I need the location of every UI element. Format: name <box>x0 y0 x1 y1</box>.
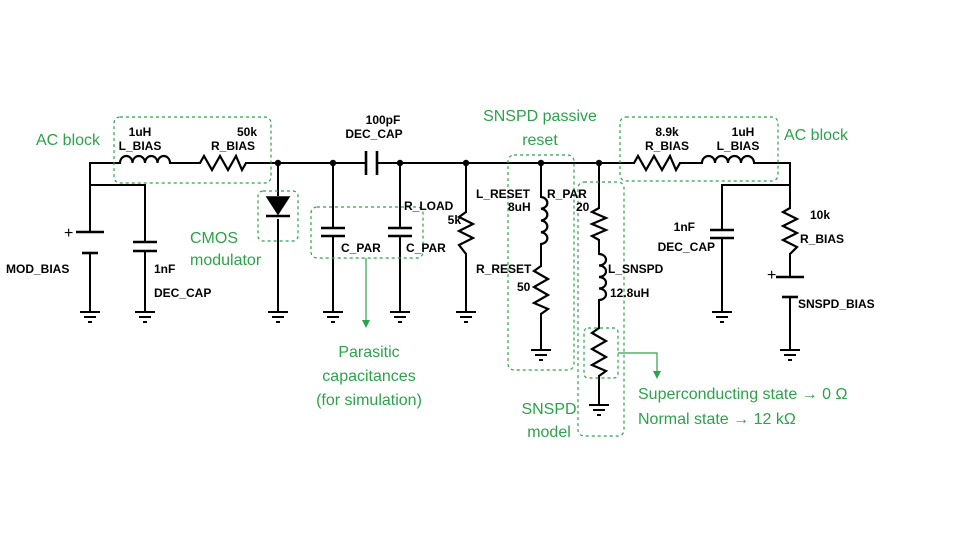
parasitic-label-line1: Parasitic <box>338 344 399 361</box>
ground-icon <box>268 311 288 323</box>
ground-symbols <box>80 311 800 416</box>
r-bias-right-name: R_BIAS <box>645 139 689 153</box>
resistor-r-load <box>456 211 476 255</box>
r-par-value: 20 <box>576 200 590 214</box>
r-par-name: R_PAR <box>547 187 587 201</box>
parasitic-label-line3: (for simulation) <box>316 392 422 409</box>
junction-dot <box>595 159 603 167</box>
ground-icon <box>390 311 410 323</box>
r-load-name: R_LOAD <box>404 199 454 213</box>
snspd-bias-name: SNSPD_BIAS <box>798 297 875 311</box>
superconducting-state-label: Superconducting state → 0 Ω <box>638 386 847 403</box>
mod-bias-name: MOD_BIAS <box>6 262 69 276</box>
dec-cap-right-name: DEC_CAP <box>658 240 715 254</box>
r-bias-left-name: R_BIAS <box>211 139 255 153</box>
ac-block-left-box <box>113 116 272 184</box>
ac-block-left-label: AC block <box>36 132 101 149</box>
l-reset-name: L_RESET <box>476 187 531 201</box>
parasitic-capacitances-box <box>310 206 424 259</box>
resistor-snspd-hotspot <box>589 327 609 377</box>
ground-icon <box>135 311 155 323</box>
dec-cap-top-value: 100pF <box>366 113 401 127</box>
snspd-reset-label-line1: SNSPD passive <box>483 108 597 125</box>
resistor-r-bias-right <box>633 153 681 173</box>
inductor-l-reset <box>540 195 549 246</box>
l-bias-right-value: 1uH <box>732 125 755 139</box>
r-reset-name: R_RESET <box>476 262 532 276</box>
wires <box>89 162 791 406</box>
resistor-r-reset <box>531 265 551 315</box>
junctions <box>274 159 603 167</box>
snspd-reset-label-line2: reset <box>522 132 558 149</box>
diode-cmos-modulator <box>265 196 291 216</box>
r-bias-vertical-value: 10k <box>810 208 830 222</box>
l-bias-left-value: 1uH <box>129 125 152 139</box>
resistor-r-par <box>589 207 609 241</box>
ground-icon <box>531 349 551 361</box>
cmos-modulator-box <box>257 190 299 242</box>
ground-icon <box>589 404 609 416</box>
junction-dot <box>396 159 404 167</box>
snspd-bias-plus: + <box>767 267 776 284</box>
mod-bias-plus: + <box>64 225 73 242</box>
cmos-label-line2: modulator <box>190 252 262 269</box>
snspd-model-label-line1: SNSPD <box>521 401 576 418</box>
dec-cap-right-value: 1nF <box>674 220 695 234</box>
l-snspd-name: L_SNSPD <box>608 262 664 276</box>
dec-cap-left-name: DEC_CAP <box>154 286 211 300</box>
junction-dot <box>462 159 470 167</box>
r-bias-right-value: 8.9k <box>655 125 679 139</box>
ground-icon <box>712 311 732 323</box>
inductor-l-bias-left <box>118 154 172 164</box>
dec-cap-top-name: DEC_CAP <box>345 127 402 141</box>
normal-state-label: Normal state → 12 kΩ <box>638 411 796 428</box>
junction-dot <box>537 159 545 167</box>
snspd-hotspot-resistor-box <box>583 327 619 379</box>
snspd-model-box <box>577 181 625 437</box>
ground-icon <box>80 311 100 323</box>
snspd-passive-reset-box <box>507 154 575 371</box>
l-snspd-value: 12.8uH <box>610 286 649 300</box>
dec-cap-left-value: 1nF <box>154 262 175 276</box>
junction-dot <box>274 159 282 167</box>
inductor-l-bias-right <box>700 154 756 164</box>
c-par-2-name: C_PAR <box>406 241 446 255</box>
parasitic-label-line2: capacitances <box>322 368 415 385</box>
ground-icon <box>456 311 476 323</box>
parasitic-arrow <box>362 258 370 328</box>
resistor-r-bias-vertical <box>780 207 800 255</box>
hotspot-arrow <box>618 352 661 379</box>
r-bias-vertical-name: R_BIAS <box>800 232 844 246</box>
ac-block-right-box <box>619 116 779 182</box>
ac-block-right-label: AC block <box>784 127 849 144</box>
snspd-model-label-line2: model <box>527 424 571 441</box>
ground-icon <box>780 349 800 361</box>
inductor-l-snspd <box>598 252 608 302</box>
l-reset-value: 8uH <box>508 200 531 214</box>
junction-dot <box>329 159 337 167</box>
l-bias-right-name: L_BIAS <box>717 139 760 153</box>
cmos-label-line1: CMOS <box>190 230 238 247</box>
r-load-value: 5k <box>448 213 462 227</box>
r-reset-value: 50 <box>517 280 531 294</box>
resistor-r-bias-left <box>199 153 247 173</box>
ground-icon <box>323 311 343 323</box>
l-bias-left-name: L_BIAS <box>119 139 162 153</box>
c-par-1-name: C_PAR <box>341 241 381 255</box>
r-bias-left-value: 50k <box>237 125 257 139</box>
